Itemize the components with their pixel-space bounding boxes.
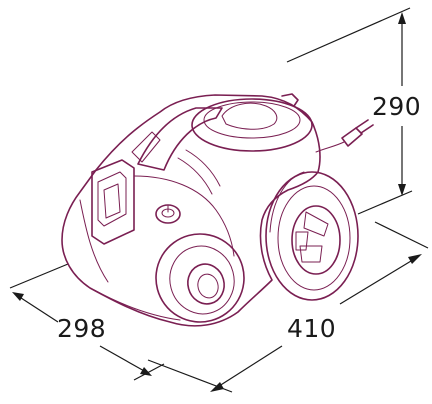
hose-inlet-opening [97, 171, 127, 227]
vacuum-cleaner-drawing [61, 93, 374, 327]
plug-pin-1 [355, 119, 369, 129]
lid-grip [221, 102, 278, 130]
width-dimension-line-upper [339, 257, 417, 305]
depth-arrow-left [12, 292, 24, 301]
height-dimension-label: 290 [372, 92, 422, 121]
depth-dimension-line [17, 295, 59, 323]
width-dimension-label: 410 [287, 314, 337, 343]
power-button [155, 204, 181, 224]
width-extension-right [374, 221, 429, 249]
hose-inlet [91, 159, 135, 245]
depth-extension-right [133, 363, 165, 381]
front-wheel-outer [155, 233, 245, 323]
plug-body [341, 127, 363, 147]
height-extension-top [286, 7, 411, 63]
hose-inlet-inner [103, 183, 121, 219]
rear-wheel-side [269, 171, 305, 233]
rear-wheel-spoke-3 [295, 231, 309, 251]
body-rib-2 [177, 157, 213, 195]
depth-dimension-label: 298 [57, 314, 107, 343]
rear-wheel-rim [277, 185, 351, 291]
lid-tab [281, 93, 299, 107]
rear-wheel-spoke-2 [299, 245, 323, 263]
power-cord [315, 141, 345, 153]
height-arrow-bottom [398, 184, 406, 196]
width-dimension-line [215, 345, 283, 389]
body-bottom-line [93, 289, 181, 321]
body-rib-1 [185, 149, 221, 187]
height-arrow-top [398, 12, 406, 24]
lid-outer [191, 98, 313, 152]
width-arrow-left [210, 382, 224, 392]
front-wheel-rim [169, 245, 235, 315]
lid-inner [203, 101, 301, 139]
body-panel-line [133, 175, 235, 257]
height-extension-bottom [357, 190, 413, 215]
rear-wheel-outer [265, 171, 359, 301]
body-outline [61, 94, 321, 327]
depth-dimension-line-lower [99, 345, 147, 373]
depth-arrow-right [140, 367, 152, 376]
carry-handle-grip [131, 131, 161, 163]
width-arrow-right [408, 254, 422, 264]
front-wheel-hub-inner [197, 273, 219, 299]
depth-extension-left [9, 263, 69, 289]
plug-pin-2 [360, 124, 374, 134]
body-side-line [79, 199, 109, 283]
rear-wheel-spoke-1 [303, 211, 329, 237]
dimension-lines [9, 7, 429, 393]
carry-handle [137, 107, 223, 171]
rear-wheel-hub [291, 205, 341, 275]
front-wheel-hub [187, 263, 225, 305]
